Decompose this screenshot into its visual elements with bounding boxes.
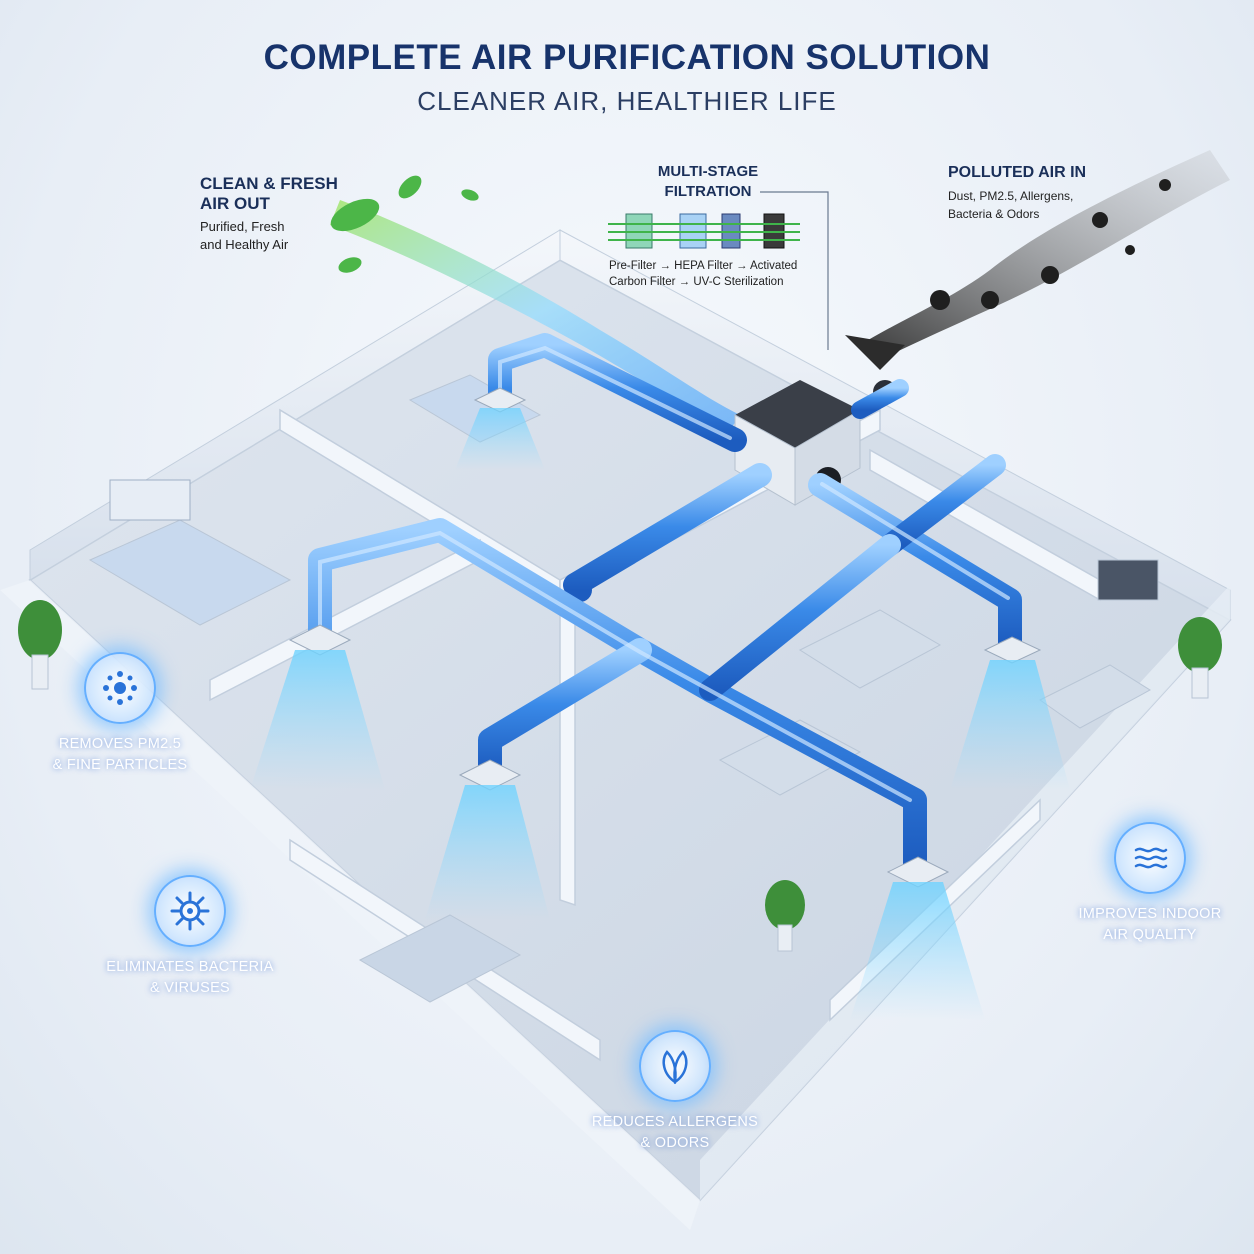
duct-intake xyxy=(851,379,909,419)
sofa-right xyxy=(1039,664,1151,729)
tv xyxy=(1097,559,1159,601)
feature-pm25-line1: REMOVES PM2.5 xyxy=(58,736,182,752)
feature-eliminates-bacteria: ELIMINATES BACTERIA & VIRUSES xyxy=(95,875,285,999)
outer-wall-front-right xyxy=(700,585,1230,1200)
feature-air-quality-line2: AIR QUALITY xyxy=(1103,927,1197,943)
diffuser-left xyxy=(250,624,385,790)
polluted-air-stream xyxy=(845,150,1230,370)
clean-air-description: Purified, Fresh and Healthy Air xyxy=(200,218,350,254)
clean-air-desc-line1: Purified, Fresh xyxy=(200,219,285,234)
filter-stages xyxy=(608,191,829,350)
filtration-heading-line2: FILTRATION xyxy=(664,183,752,200)
plant-icons xyxy=(18,600,1222,952)
polluted-air-desc-line2: Bacteria & Odors xyxy=(948,207,1040,221)
duct-right-top xyxy=(879,454,1006,556)
furniture-hints xyxy=(88,374,1159,1003)
filtration-heading-line1: MULTI-STAGE xyxy=(657,163,759,180)
particles-icon xyxy=(84,652,156,724)
plant-left xyxy=(18,600,62,660)
diffuser-bottom xyxy=(850,856,985,1020)
clean-air-stream xyxy=(330,175,740,430)
feature-bacteria-line2: & VIRUSES xyxy=(149,980,231,996)
virus-icon xyxy=(154,875,226,947)
bed-left xyxy=(88,519,292,626)
wall-art xyxy=(109,479,191,521)
page-title: COMPLETE AIR PURIFICATION SOLUTION xyxy=(263,38,991,77)
duct-highlights xyxy=(318,345,1010,802)
filtration-callout: MULTI-STAGE FILTRATION xyxy=(608,162,808,202)
filtration-heading: MULTI-STAGE FILTRATION xyxy=(608,162,808,202)
sofa-bottom xyxy=(358,914,522,1003)
diffuser-top xyxy=(455,387,545,470)
clean-air-desc-line2: and Healthy Air xyxy=(200,237,289,252)
filtration-leader-line xyxy=(760,191,829,350)
clean-air-heading-line1: CLEAN & FRESH xyxy=(200,174,338,193)
air-waves-icon xyxy=(1114,822,1186,894)
polluted-air-description: Dust, PM2.5, Allergens, Bacteria & Odors xyxy=(948,187,1118,223)
polluted-air-heading: POLLUTED AIR IN xyxy=(948,164,1087,181)
feature-pm25-line2: & FINE PARTICLES xyxy=(52,757,188,773)
germ-particles xyxy=(930,179,1171,310)
filtration-flow-line2: Carbon Filter → UV-C Sterilization xyxy=(609,276,784,288)
feature-reduces-allergens: REDUCES ALLERGENS & ODORS xyxy=(590,1030,760,1154)
feature-removes-pm25: REMOVES PM2.5 & FINE PARTICLES xyxy=(40,652,200,776)
plant-right xyxy=(1178,617,1222,673)
leaf-icon xyxy=(639,1030,711,1102)
duct-cross xyxy=(699,534,901,701)
feature-air-quality-line1: IMPROVES INDOOR xyxy=(1078,906,1222,922)
diffuser-center xyxy=(425,759,550,920)
diffuser-right xyxy=(950,636,1070,790)
feature-improves-air-quality: IMPROVES INDOOR AIR QUALITY xyxy=(1070,822,1230,946)
plant-center xyxy=(765,880,805,930)
polluted-air-desc-line1: Dust, PM2.5, Allergens, xyxy=(948,189,1074,203)
clean-air-heading: CLEAN & FRESH AIR OUT xyxy=(200,174,350,214)
clean-air-heading-line2: AIR OUT xyxy=(200,194,270,213)
outer-wall-left xyxy=(0,580,700,1230)
polluted-air-callout: POLLUTED AIR IN Dust, PM2.5, Allergens, … xyxy=(948,163,1118,223)
feature-allergens-line1: REDUCES ALLERGENS xyxy=(591,1114,759,1130)
duct-main xyxy=(563,463,772,602)
air-diffusers xyxy=(250,387,1070,1020)
page-subtitle: CLEANER AIR, HEALTHIER LIFE xyxy=(417,86,837,116)
leaf-icons xyxy=(330,175,479,273)
filtration-flow-line1: Pre-Filter → HEPA Filter → Activated xyxy=(609,260,798,272)
dining-table xyxy=(798,609,942,689)
clean-air-callout: CLEAN & FRESH AIR OUT Purified, Fresh an… xyxy=(200,174,350,254)
feature-allergens-line2: & ODORS xyxy=(640,1135,710,1151)
smoke-arrow xyxy=(845,335,905,370)
feature-bacteria-line1: ELIMINATES BACTERIA xyxy=(106,959,274,975)
